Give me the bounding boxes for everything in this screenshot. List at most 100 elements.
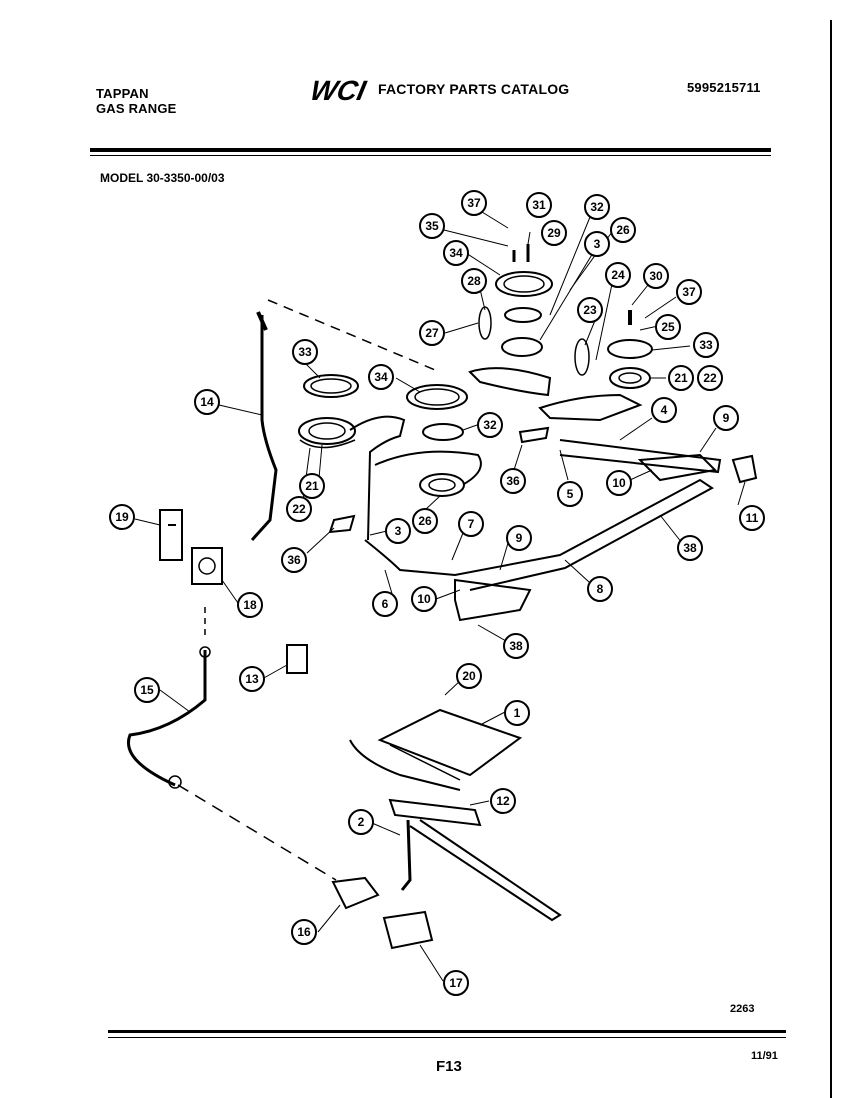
venturi-tube-rear <box>468 367 552 397</box>
callout-5: 5 <box>557 481 583 507</box>
callout-25: 25 <box>655 314 681 340</box>
catalog-title: FACTORY PARTS CATALOG <box>378 81 570 97</box>
footer-rule-thin <box>108 1037 786 1038</box>
callout-19: 19 <box>109 504 135 530</box>
bracket-19 <box>159 509 183 561</box>
callout-22-right: 22 <box>697 365 723 391</box>
leader-lines <box>134 211 746 982</box>
svg-text:33: 33 <box>298 345 312 359</box>
svg-text:38: 38 <box>509 639 523 653</box>
tube-14 <box>250 315 278 542</box>
callout-22-left: 22 <box>286 496 312 522</box>
logo-text: WCI <box>312 76 370 104</box>
svg-text:14: 14 <box>200 395 214 409</box>
page-number: F13 <box>436 1058 462 1075</box>
svg-text:4: 4 <box>661 403 668 417</box>
callout-37-upper: 37 <box>461 190 487 216</box>
tube-15-fitting-top <box>199 646 211 658</box>
svg-text:36: 36 <box>287 553 301 567</box>
svg-text:13: 13 <box>245 672 259 686</box>
callout-21-left: 21 <box>299 473 325 499</box>
svg-text:32: 32 <box>590 200 604 214</box>
burner-ring-33 <box>303 374 359 398</box>
svg-text:37: 37 <box>682 285 696 299</box>
broiler-plate-1 <box>377 708 523 777</box>
burner-26-center <box>419 473 465 497</box>
callout-36-left: 36 <box>281 547 307 573</box>
callout-2: 2 <box>348 809 374 835</box>
callout-29: 29 <box>541 220 567 246</box>
svg-text:37: 37 <box>467 196 481 210</box>
svg-text:21: 21 <box>674 371 688 385</box>
svg-text:34: 34 <box>374 370 388 384</box>
svg-text:5: 5 <box>567 487 574 501</box>
tube-14-fitting <box>256 311 268 331</box>
broiler-electrode-2 <box>400 819 412 891</box>
svg-text:30: 30 <box>649 269 663 283</box>
svg-text:21: 21 <box>305 479 319 493</box>
burner-cap-34-rear <box>495 271 553 297</box>
svg-text:31: 31 <box>532 198 546 212</box>
svg-text:16: 16 <box>297 925 311 939</box>
callout-20: 20 <box>456 663 482 689</box>
valve-body-rear <box>637 453 718 482</box>
svg-text:3: 3 <box>594 237 601 251</box>
burner-ring-33-inner <box>310 378 352 394</box>
callout-14: 14 <box>194 389 220 415</box>
burner-21-left <box>298 417 356 445</box>
svg-text:35: 35 <box>425 219 439 233</box>
catalog-date: 11/91 <box>751 1050 778 1062</box>
svg-text:2: 2 <box>358 815 365 829</box>
svg-text:22: 22 <box>703 371 717 385</box>
svg-text:24: 24 <box>611 268 625 282</box>
wci-logo: WCI <box>312 76 370 104</box>
header-rule-thin <box>90 155 771 156</box>
svg-text:17: 17 <box>449 976 463 990</box>
burner-26-center-inner <box>428 478 456 492</box>
svg-text:19: 19 <box>115 510 129 524</box>
callout-10-front: 10 <box>411 586 437 612</box>
brand-block: TAPPAN GAS RANGE <box>96 86 177 116</box>
callout-26-upper: 26 <box>610 217 636 243</box>
part-13 <box>286 644 308 674</box>
callout-28: 28 <box>461 268 487 294</box>
svg-text:22: 22 <box>292 502 306 516</box>
callout-26-center: 26 <box>412 508 438 534</box>
svg-text:6: 6 <box>382 597 389 611</box>
callout-31: 31 <box>526 192 552 218</box>
alignment-line <box>177 784 337 881</box>
burner-cap-34 <box>406 384 468 410</box>
switch-16 <box>331 876 380 910</box>
svg-text:10: 10 <box>417 592 431 606</box>
product-type: GAS RANGE <box>96 101 177 116</box>
svg-text:8: 8 <box>597 582 604 596</box>
bracket-36-right <box>518 426 550 444</box>
burner-screws <box>512 244 530 262</box>
callout-32-center: 32 <box>477 412 503 438</box>
callout-3-upper: 3 <box>584 231 610 257</box>
manifold-rear <box>559 439 722 474</box>
callout-16: 16 <box>291 919 317 945</box>
svg-text:28: 28 <box>467 274 481 288</box>
broiler-burner-12 <box>388 798 482 827</box>
model-number: MODEL 30-3350-00/03 <box>100 171 225 185</box>
ignitor-23 <box>574 338 590 376</box>
callout-1: 1 <box>504 700 530 726</box>
callout-18: 18 <box>237 592 263 618</box>
svg-text:38: 38 <box>683 541 697 555</box>
header-rule-thick <box>90 148 771 152</box>
callout-38-front: 38 <box>503 633 529 659</box>
broiler-tube-2 <box>409 819 562 922</box>
burner-21-right <box>609 367 651 389</box>
switch-17 <box>382 910 434 950</box>
callout-7: 7 <box>458 511 484 537</box>
diagram-lines <box>127 244 758 950</box>
burner-21-left-base <box>299 439 356 449</box>
callout-21-right: 21 <box>668 365 694 391</box>
tube-15-fitting-bottom <box>168 775 182 789</box>
burner-21-left-inner <box>308 422 346 440</box>
callout-32-upper: 32 <box>584 194 610 220</box>
callout-4: 4 <box>651 397 677 423</box>
